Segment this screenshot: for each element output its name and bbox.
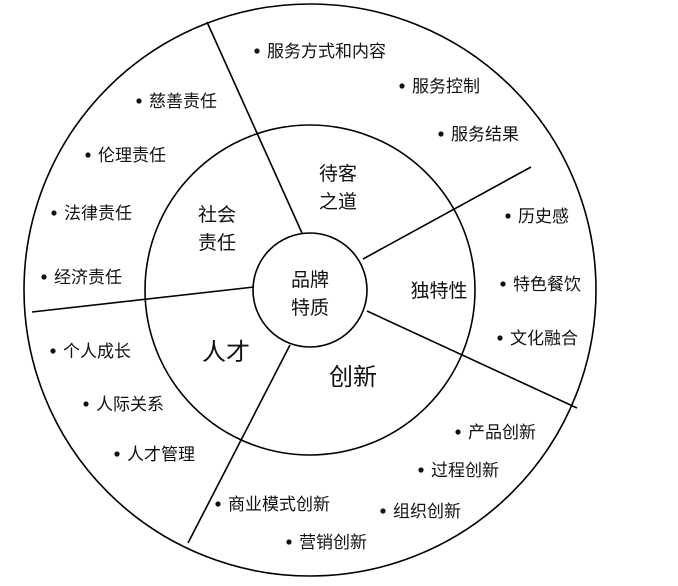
list-item: 文化融合	[497, 329, 578, 349]
divider-hospitality-uniqueness	[362, 166, 532, 260]
item-history: 历史感	[518, 207, 569, 227]
item-marketing-innovation: 营销创新	[299, 533, 367, 553]
list-item: 法律责任	[51, 204, 132, 224]
item-service-method: 服务方式和内容	[267, 42, 386, 62]
bullet-icon	[418, 467, 424, 473]
list-item: 产品创新	[455, 423, 536, 443]
list-item: 慈善责任	[136, 92, 217, 112]
middle-ring	[144, 124, 476, 456]
divider-talent-social	[31, 286, 255, 313]
item-organization-innovation: 组织创新	[393, 502, 461, 522]
segment-hospitality-line1: 待客	[319, 163, 357, 185]
bullet-icon	[455, 429, 461, 435]
core-circle	[252, 232, 368, 348]
segment-talent: 人才	[202, 338, 250, 366]
item-charity: 慈善责任	[149, 92, 217, 112]
bullet-icon	[114, 451, 120, 457]
item-personal-growth: 个人成长	[63, 342, 131, 362]
bullet-icon	[497, 335, 503, 341]
bullet-icon	[41, 274, 47, 280]
bullet-icon	[505, 213, 511, 219]
list-item: 营销创新	[286, 533, 367, 553]
list-item: 伦理责任	[85, 146, 166, 166]
list-item: 过程创新	[418, 461, 499, 481]
list-item: 服务结果	[438, 125, 519, 145]
segment-innovation: 创新	[329, 363, 377, 391]
segment-social-line1: 社会	[198, 204, 236, 226]
item-relationships: 人际关系	[96, 395, 164, 415]
item-service-result: 服务结果	[451, 125, 519, 145]
bullet-icon	[215, 501, 221, 507]
bullet-icon	[50, 348, 56, 354]
bullet-icon	[399, 83, 405, 89]
item-business-model-innovation: 商业模式创新	[228, 495, 330, 515]
segment-social-line2: 责任	[198, 232, 236, 254]
bullet-icon	[380, 508, 386, 514]
item-product-innovation: 产品创新	[468, 423, 536, 443]
divider-hospitality-social	[206, 21, 303, 234]
bullet-icon	[136, 98, 142, 104]
list-item: 服务控制	[399, 77, 480, 97]
core-label-line2: 特质	[291, 297, 329, 319]
bullet-icon	[438, 131, 444, 137]
item-process-innovation: 过程创新	[431, 461, 499, 481]
item-culture-fusion: 文化融合	[510, 329, 578, 349]
bullet-icon	[83, 401, 89, 407]
list-item: 人才管理	[114, 445, 195, 465]
item-legal: 法律责任	[64, 204, 132, 224]
list-item: 个人成长	[50, 342, 131, 362]
list-item: 组织创新	[380, 502, 461, 522]
bullet-icon	[254, 48, 260, 54]
list-item: 历史感	[505, 207, 569, 227]
divider-innovation-talent	[187, 344, 291, 544]
divider-uniqueness-innovation	[366, 310, 578, 409]
outer-ring	[23, 3, 597, 577]
bullet-icon	[286, 539, 292, 545]
list-item: 经济责任	[41, 268, 122, 288]
list-item: 人际关系	[83, 395, 164, 415]
list-item: 特色餐饮	[500, 275, 581, 295]
item-talent-management: 人才管理	[127, 445, 195, 465]
bullet-icon	[85, 152, 91, 158]
segment-hospitality-line2: 之道	[319, 191, 357, 213]
item-service-control: 服务控制	[412, 77, 480, 97]
item-economic: 经济责任	[54, 268, 122, 288]
item-special-food: 特色餐饮	[513, 275, 581, 295]
core-label-line1: 品牌	[291, 269, 329, 291]
list-item: 服务方式和内容	[254, 42, 386, 62]
list-item: 商业模式创新	[215, 495, 330, 515]
item-ethics: 伦理责任	[98, 146, 166, 166]
bullet-icon	[51, 210, 57, 216]
segment-uniqueness: 独特性	[410, 280, 467, 302]
bullet-icon	[500, 281, 506, 287]
